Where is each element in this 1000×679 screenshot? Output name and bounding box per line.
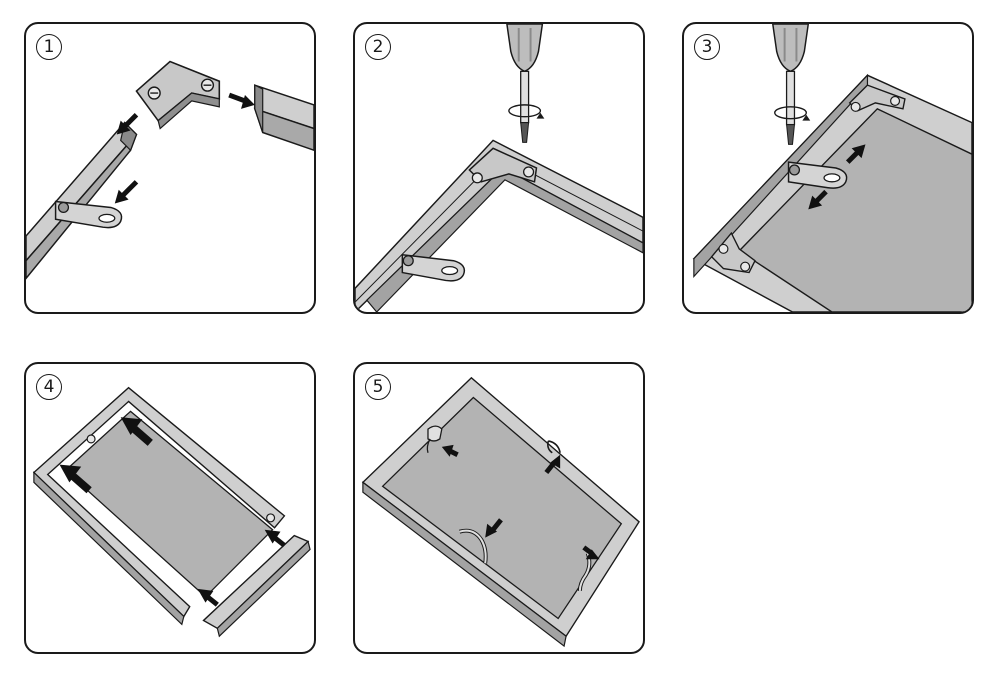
step-number-badge: 1: [36, 34, 62, 60]
corner-connector-icon: [848, 84, 906, 112]
arrow-icon: [228, 92, 255, 109]
corner-connector-icon: [86, 434, 276, 523]
step-2-panel: 2: [353, 22, 645, 314]
hanging-plate-icon: [787, 161, 848, 189]
step-number-badge: 5: [365, 374, 391, 400]
step-3-illustration: [692, 24, 972, 312]
bottom-frame-profile: [202, 534, 311, 638]
closed-frame: [361, 376, 640, 648]
arrow-icon: [845, 144, 866, 164]
step-4-illustration: [32, 386, 311, 638]
hanger-clip-icon: [459, 528, 488, 564]
step-5-illustration: [361, 376, 640, 648]
arrow-icon: [114, 180, 139, 204]
step-1-panel: 1: [24, 22, 316, 314]
right-frame-profile: [253, 84, 314, 152]
arrow-icon: [441, 444, 459, 457]
arrow-icon: [485, 518, 503, 538]
corner-connector-icon: [468, 147, 538, 184]
arrow-icon: [120, 417, 153, 446]
arrow-icon: [264, 529, 286, 548]
frame-with-panel: [692, 73, 972, 312]
arrow-icon: [544, 454, 561, 475]
hanger-clip-icon: [577, 552, 592, 591]
step-number-badge: 3: [694, 34, 720, 60]
hanging-plate-icon: [54, 200, 123, 229]
screwdriver-icon: [772, 24, 810, 145]
step-number-badge: 2: [365, 34, 391, 60]
corner-connector-icon: [135, 60, 221, 130]
arrow-icon: [59, 464, 92, 494]
screwdriver-icon: [506, 24, 544, 143]
arrow-icon: [808, 189, 828, 210]
arrow-icon: [197, 588, 219, 607]
hanger-clip-icon: [426, 425, 443, 453]
hanging-plate-icon: [401, 253, 466, 282]
step-3-panel: 3: [682, 22, 974, 314]
hanger-clip-icon: [547, 440, 561, 454]
step-1-illustration: [26, 60, 314, 280]
step-4-panel: 4: [24, 362, 316, 654]
open-frame: [32, 386, 286, 626]
backing-panel: [64, 410, 274, 598]
arrow-icon: [582, 545, 600, 560]
step-5-panel: 5: [353, 362, 645, 654]
arrow-icon: [116, 112, 139, 135]
step-2-illustration: [355, 24, 643, 312]
rotation-icon: [508, 104, 545, 119]
corner-connector-icon: [710, 231, 756, 274]
rotation-icon: [774, 106, 811, 121]
step-number-badge: 4: [36, 374, 62, 400]
